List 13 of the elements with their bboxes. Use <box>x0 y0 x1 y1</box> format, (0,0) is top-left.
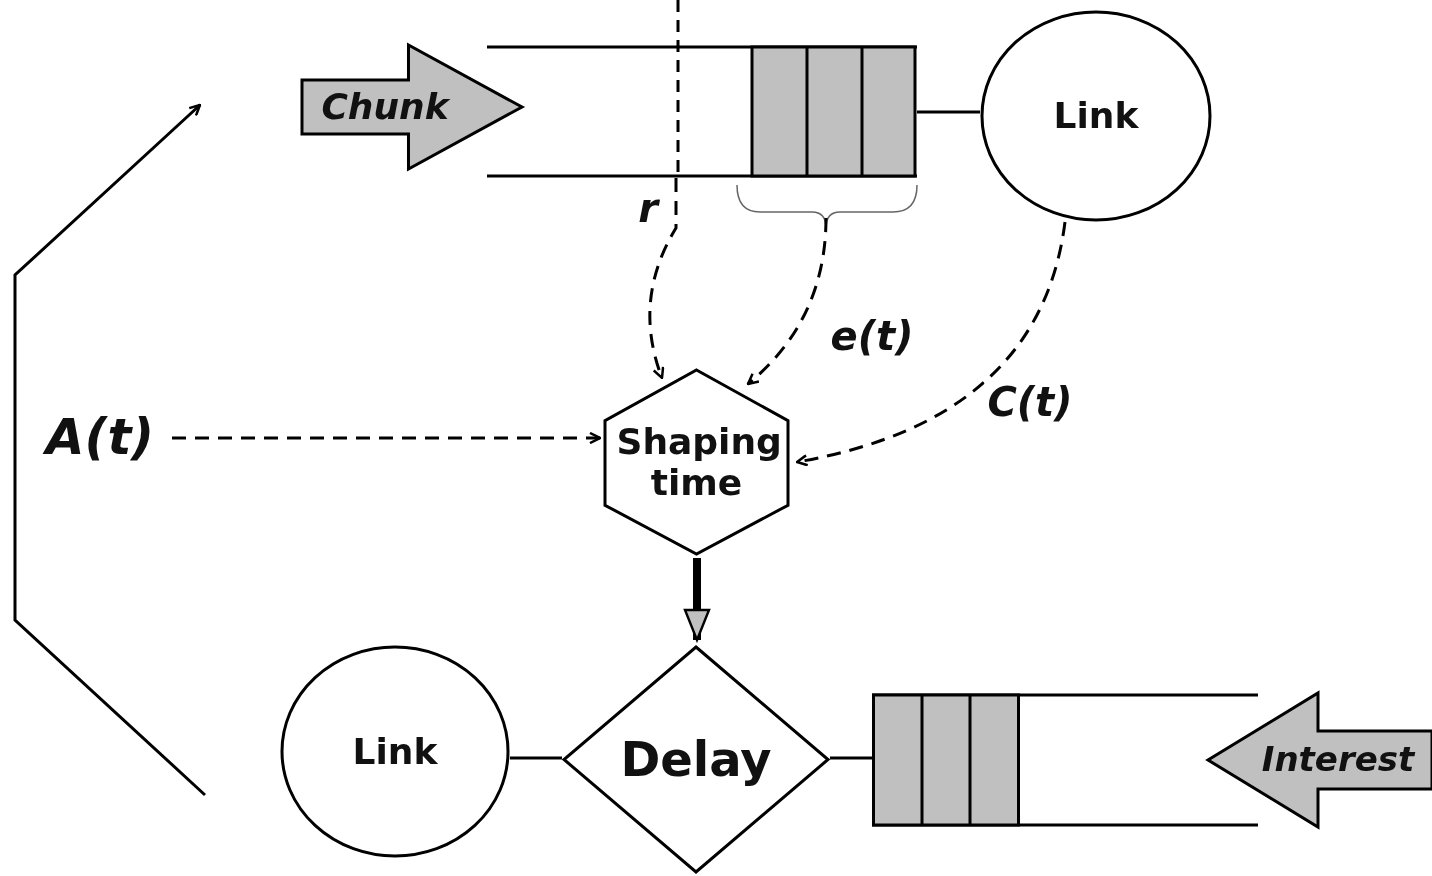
node-label: Interest <box>1261 740 1415 780</box>
arrow <box>746 217 828 386</box>
node-label: Chunk <box>321 86 449 128</box>
node-label: Link <box>1053 95 1139 137</box>
node-label: Link <box>352 730 438 773</box>
arrow <box>795 221 1067 467</box>
connector-line <box>830 756 872 760</box>
arrow <box>648 178 678 380</box>
connector-line <box>510 756 562 760</box>
node-label: Delay <box>620 731 772 788</box>
connector-line <box>917 110 980 114</box>
node-label: Shaping time <box>616 420 777 504</box>
arrow <box>172 431 602 445</box>
